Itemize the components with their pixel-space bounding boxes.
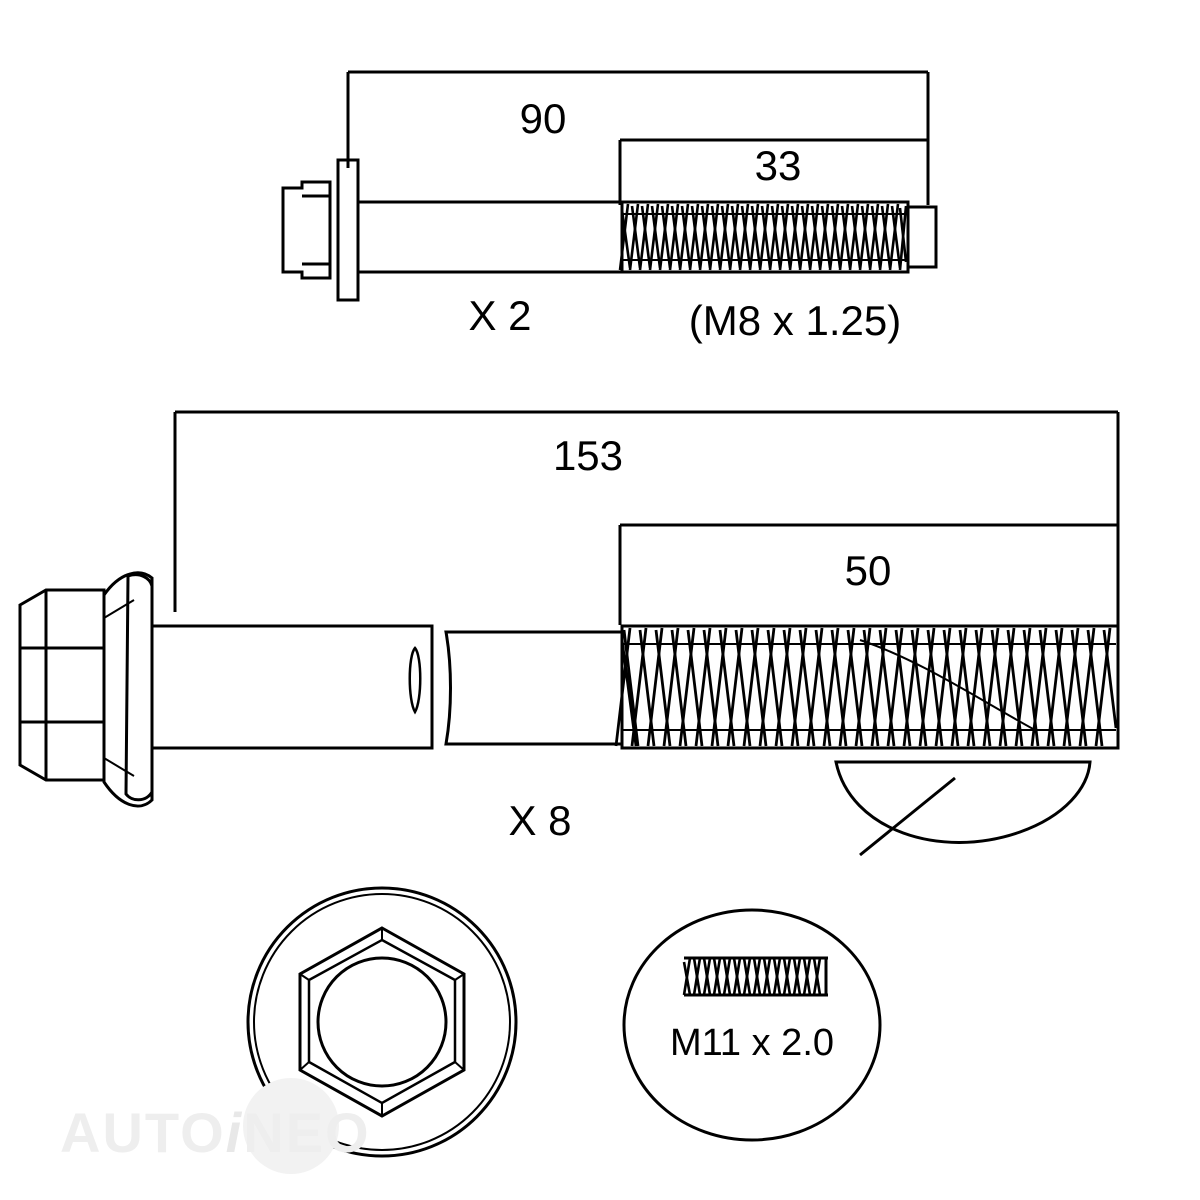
- dimension-50: [618, 523, 1118, 625]
- bolt-large-head: [18, 588, 106, 782]
- bolt-large-quantity-label: X 8: [508, 797, 571, 844]
- callout-thread-detail: [682, 956, 828, 997]
- callout-source-lens: [834, 760, 1092, 844]
- hex-outer-profile: [298, 926, 466, 1118]
- bolt-small-quantity-label: X 2: [468, 292, 531, 339]
- flange-inner-circle: [253, 893, 511, 1151]
- bolt-large-waist: [444, 630, 624, 746]
- bolt-small-head: [281, 180, 332, 280]
- watermark-circle: [243, 1078, 339, 1174]
- watermark-text-italic: i: [225, 1101, 244, 1164]
- callout-thread-spec-label: M11 x 2.0: [670, 1022, 834, 1064]
- bolt-small-thread-spec-label: (M8 x 1.25): [689, 297, 901, 344]
- bolt-small-flange: [336, 158, 360, 302]
- thread-callout-group: [622, 760, 1092, 1142]
- callout-bubble: [622, 908, 882, 1142]
- bolt-large-thread: [614, 624, 1120, 750]
- watermark-text-before: AUTO: [60, 1101, 226, 1164]
- dimension-153: [173, 410, 1120, 625]
- watermark: AUTOiNEO: [60, 1100, 371, 1165]
- hex-inner-profile: [307, 938, 457, 1105]
- bolt-small-thread: [618, 200, 910, 274]
- dimension-33-label: 33: [755, 142, 802, 189]
- hex-bore-circle: [316, 956, 448, 1088]
- bolt-large-flange: [102, 571, 154, 808]
- bolt-small-shank: [356, 200, 624, 274]
- hex-head-end-view: [246, 886, 518, 1158]
- bolt-small-group: [281, 70, 938, 302]
- watermark-text-after: NEO: [243, 1101, 371, 1164]
- bolt-large-group: [18, 410, 1120, 808]
- bolt-large-shank: [150, 624, 434, 750]
- dimension-50-label: 50: [845, 547, 892, 594]
- flange-outer-circle: [246, 886, 518, 1158]
- bolt-small-tip: [906, 205, 938, 269]
- dimension-90-label: 90: [520, 95, 567, 142]
- dimension-33: [618, 138, 928, 205]
- callout-leader-line: [859, 776, 956, 857]
- dimension-153-label: 153: [553, 432, 623, 479]
